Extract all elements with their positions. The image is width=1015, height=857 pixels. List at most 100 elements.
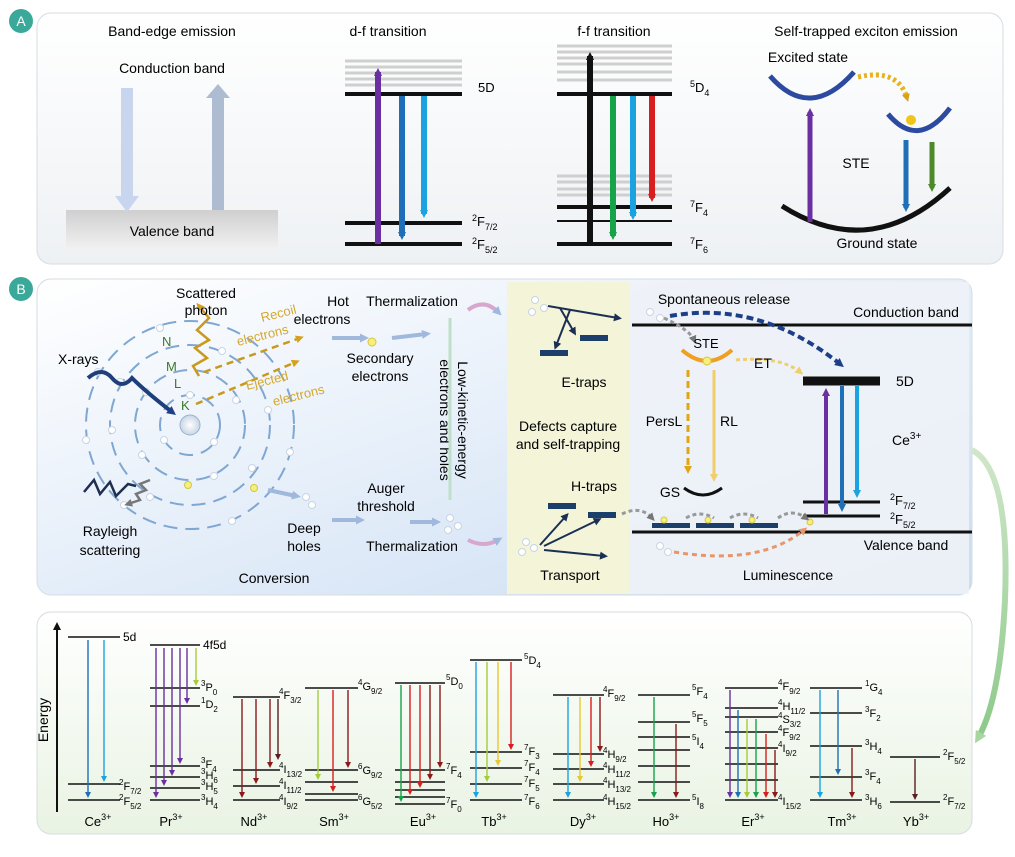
tb-f3-label: 7F3 <box>524 743 540 761</box>
dy-arrow-3-head <box>597 746 603 752</box>
pr-h4-label: 3H4 <box>201 793 218 811</box>
dy-f92-label: 4F9/2 <box>603 685 626 703</box>
persl-label: PersL <box>646 413 683 429</box>
spontaneous-release-arrow <box>669 310 844 368</box>
sm-g92-label: 4G9/2 <box>358 678 383 696</box>
ste-relax-arrow <box>857 72 910 102</box>
auger-label-1: Auger <box>367 480 405 496</box>
er-arrow-2-head <box>744 792 750 798</box>
htrap-level-2 <box>588 512 616 518</box>
conduction-band-label: Conduction band <box>119 60 225 76</box>
nd-arrow-0-head <box>239 792 245 798</box>
htrap-capture-arrow <box>621 508 655 521</box>
htrap-levels-b <box>652 523 778 528</box>
ejected-electron-arrow <box>195 359 300 406</box>
pr-arrow-3-head <box>177 758 183 764</box>
tm-arrow-2-head <box>849 792 855 798</box>
ce-ion-label-b: Ce3+ <box>892 431 921 448</box>
ion-label-nd: Nd3+ <box>241 812 268 829</box>
ste-exciton-dot <box>906 115 916 125</box>
valence-band-b-label: Valence band <box>864 537 949 553</box>
tm-arrow-0-head <box>817 792 823 798</box>
shell-m-label: M <box>166 359 177 374</box>
deep-label-2: holes <box>287 538 320 554</box>
tb-f6-label: 7F6 <box>524 793 540 811</box>
dy-h112-label: 4H11/2 <box>603 761 631 779</box>
ion-label-er: Er3+ <box>741 812 764 829</box>
df-title: d-f transition <box>349 23 426 39</box>
rayleigh-incident-wave <box>83 477 137 499</box>
nucleus <box>179 414 201 436</box>
spontaneous-label: Spontaneous release <box>658 291 791 307</box>
tb-arrow-1-head <box>484 776 490 782</box>
er-h112-label: 4H11/2 <box>778 698 806 716</box>
cb-to-ste-arrow <box>663 316 697 344</box>
ce-5d-label-b: 5D <box>896 373 914 389</box>
ion-label-eu: Eu3+ <box>410 812 436 829</box>
shell-k-label: K <box>181 398 190 413</box>
ion-labels: Ce3+Pr3+Nd3+Sm3+Eu3+Tb3+Dy3+Ho3+Er3+Tm3+… <box>85 812 930 829</box>
pr-arrow-4-head <box>184 698 190 704</box>
tm-arrow-1-head <box>835 769 841 775</box>
energy-axis: Energy <box>35 622 61 812</box>
pr-h6-label: 3H6 <box>201 767 218 785</box>
etrap-arrow-1 <box>547 305 622 322</box>
tb-arrow-2-head <box>495 760 501 766</box>
tb-arrow-3-head <box>508 744 514 750</box>
etrap-arrow-3 <box>553 309 571 350</box>
ground-state-curve <box>780 186 952 233</box>
panel-a-badge: A <box>9 9 33 33</box>
valence-band-label: Valence band <box>130 223 215 239</box>
ce-f52-label: 2F5/2 <box>119 793 142 811</box>
gs-label: GS <box>660 484 680 500</box>
er-f92b-label: 4F9/2 <box>778 724 801 742</box>
dy-h132-label: 4H13/2 <box>603 776 632 794</box>
yb-f52-label: 2F5/2 <box>943 748 966 766</box>
tm-f2-label: 3F2 <box>865 705 881 723</box>
xrays-label: X-rays <box>58 351 98 367</box>
ion-label-ho: Ho3+ <box>653 812 680 829</box>
band-edge-title: Band-edge emission <box>108 23 236 39</box>
secondary-electron-dot <box>367 337 377 347</box>
yb-f72-label: 2F7/2 <box>943 793 966 811</box>
valence-band-block <box>66 210 278 250</box>
ion-label-pr: Pr3+ <box>159 812 182 829</box>
secondary-label-1: Secondary <box>347 350 414 366</box>
pr-h5-label: 3H5 <box>201 778 218 796</box>
ff-upper-band <box>557 44 672 82</box>
atom-holes <box>184 481 258 492</box>
sm-arrow-1-head <box>330 786 336 792</box>
ff-transition-diagram: f-f transition 5D4 7F4 7F6 <box>557 23 709 255</box>
ste-curve <box>886 106 952 133</box>
ce-to-levels-connector <box>970 447 1009 744</box>
nd-i132-label: 4I13/2 <box>279 761 303 779</box>
tb-d4-label: 5D4 <box>524 652 541 670</box>
pr-arrow-0-head <box>153 792 159 798</box>
atom-to-deep-arrow <box>267 488 301 500</box>
scattered-photon-arrow <box>191 302 212 377</box>
energy-level-diagrams <box>68 636 940 805</box>
shell-n-label: N <box>162 334 171 349</box>
df-5d-label: 5D <box>478 80 495 95</box>
eu-d0-label: 5D0 <box>446 673 463 691</box>
hot-label-1: Hot <box>327 293 349 309</box>
panel-b-badge: B <box>9 277 33 301</box>
df-transition-diagram: d-f transition 5D 2F7/2 2F5/2 <box>345 23 497 255</box>
ff-7f4-label: 7F4 <box>690 199 708 218</box>
er-arrow-4-head <box>763 792 769 798</box>
pr-arrow-2-head <box>169 770 175 776</box>
ce-f72-label: 2F7/2 <box>119 778 142 796</box>
gs-curve <box>683 486 723 497</box>
transport-label: Transport <box>540 567 600 583</box>
dy-arrow-1-head <box>577 776 583 782</box>
ste-b-label: STE <box>693 336 719 351</box>
ce-5d-label: 5d <box>123 630 136 644</box>
sm-g92b-label: 6G9/2 <box>358 762 383 780</box>
conduction-band-b-label: Conduction band <box>853 304 959 320</box>
er-i92-label: 4I9/2 <box>778 740 797 758</box>
ff-title: f-f transition <box>577 23 650 39</box>
etraps-label: E-traps <box>561 374 606 390</box>
eu-arrow-1-head <box>407 789 413 795</box>
defects-stage: E-traps Defects capture and self-trappin… <box>516 296 622 583</box>
